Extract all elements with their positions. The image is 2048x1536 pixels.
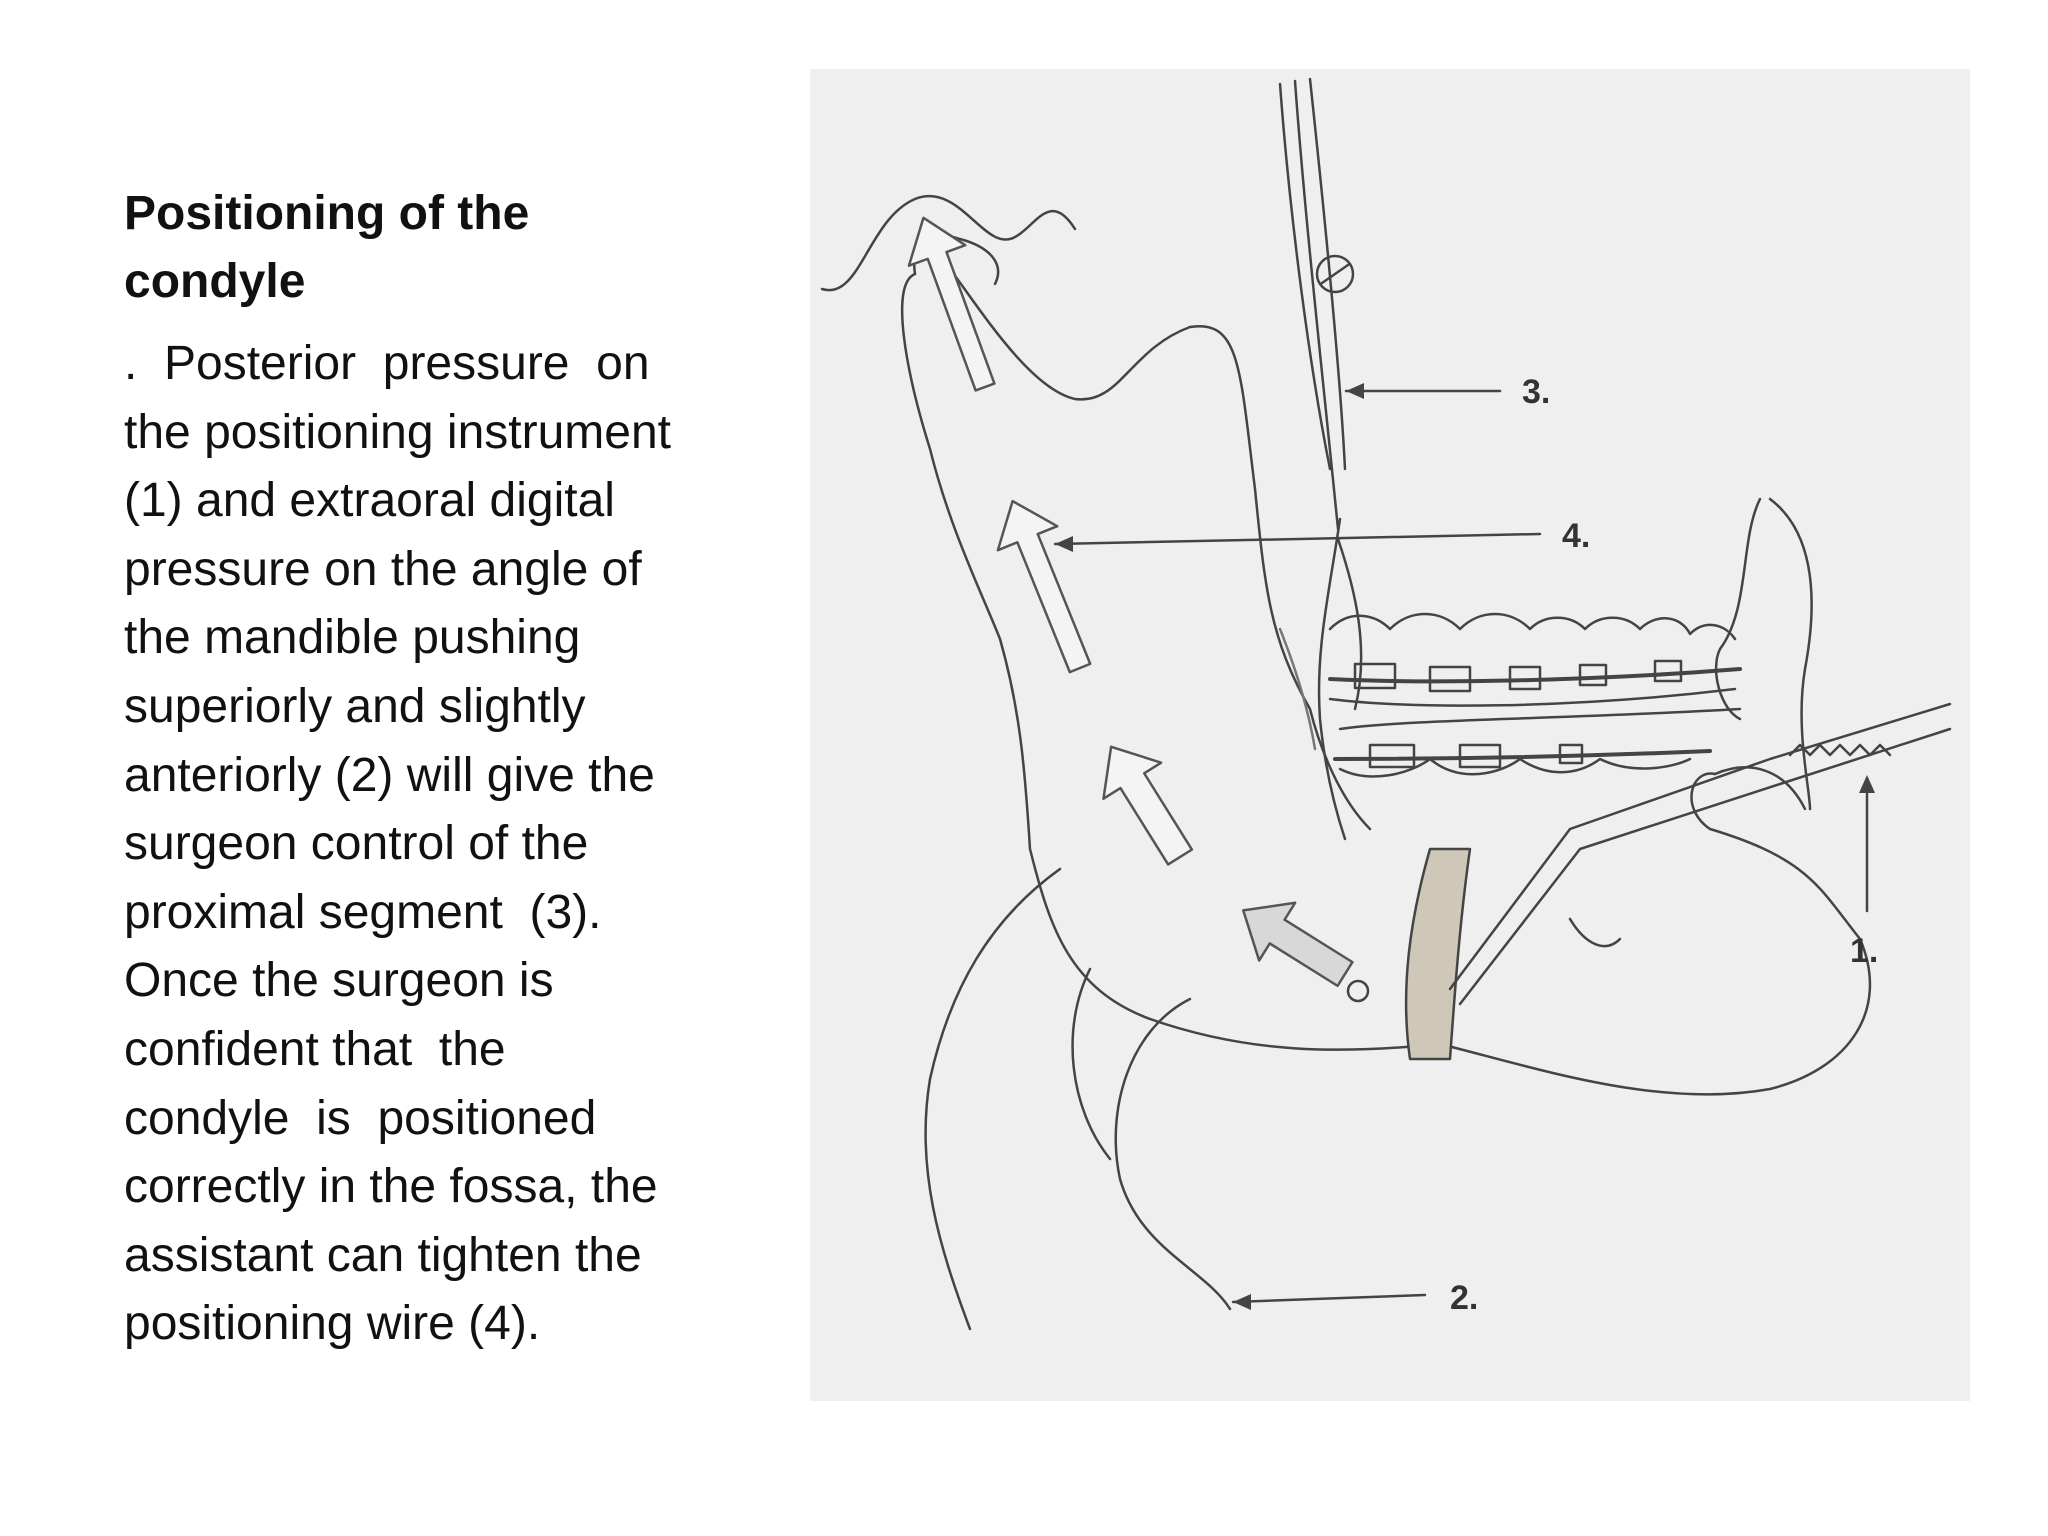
body-text: . Posterior pressure on the positioning … bbox=[124, 330, 764, 1359]
fossa-contour bbox=[820, 195, 1077, 292]
positioning-wire bbox=[1317, 517, 1347, 841]
positioning-wire-loop bbox=[1336, 537, 1363, 711]
instrument-3-shaft-left bbox=[1278, 82, 1332, 471]
arch-wire-upper bbox=[1328, 667, 1742, 684]
bracket bbox=[1458, 743, 1502, 769]
arch-wire-lower bbox=[1333, 749, 1712, 761]
body-line: proximal segment (3). bbox=[124, 885, 602, 939]
wire-twist bbox=[1278, 627, 1317, 751]
slide-title: Positioning of the condyle bbox=[124, 187, 530, 308]
mandible-outline bbox=[900, 272, 1872, 1096]
leader-arrowhead-3 bbox=[1346, 383, 1364, 399]
leader-arrowhead-4 bbox=[1055, 536, 1073, 552]
maxilla-contour bbox=[1714, 497, 1762, 721]
body-line: pressure on the angle of bbox=[124, 542, 642, 596]
body-line: correctly in the fossa, the bbox=[124, 1160, 658, 1214]
body-line: (1) and extraoral digital bbox=[124, 474, 615, 528]
leader-arrowhead-2 bbox=[1233, 1294, 1251, 1310]
force-arrow-lower-ramus bbox=[1102, 745, 1194, 866]
body-line: the positioning instrument bbox=[124, 405, 671, 459]
leader-line-4 bbox=[1053, 532, 1542, 546]
osteotomy-segment bbox=[1404, 847, 1472, 1061]
force-arrow-upper-ramus bbox=[996, 499, 1092, 674]
bracket bbox=[1508, 665, 1542, 691]
instrument-1-spring bbox=[1788, 743, 1892, 757]
bracket bbox=[1353, 662, 1397, 690]
maxilla-contour-front bbox=[1768, 497, 1813, 811]
instrument-3-shaft-center bbox=[1293, 79, 1340, 531]
body-line: superiorly and slightly bbox=[124, 679, 586, 733]
neck-contour-inner bbox=[1114, 997, 1232, 1311]
force-arrow-condyle bbox=[907, 216, 996, 392]
body-line: assistant can tighten the bbox=[124, 1228, 642, 1282]
upper-teeth bbox=[1328, 612, 1737, 641]
upper-teeth-base bbox=[1328, 687, 1737, 707]
bracket bbox=[1428, 665, 1472, 693]
leader-line-2 bbox=[1231, 1293, 1427, 1304]
instrument-3-screw-slot bbox=[1320, 263, 1350, 285]
label-1: 1. bbox=[1850, 932, 1878, 970]
bracket bbox=[1368, 743, 1416, 769]
label-4: 4. bbox=[1562, 517, 1590, 555]
body-line: . Posterior pressure on bbox=[124, 337, 650, 390]
chin-contour bbox=[1713, 766, 1807, 811]
instrument-3-shaft-right bbox=[1308, 77, 1347, 471]
instrument-3-screw bbox=[1315, 254, 1355, 294]
bracket bbox=[1653, 659, 1683, 683]
text-panel: Positioning of the condyle . Posterior p… bbox=[124, 180, 764, 1359]
body-line: confident that the bbox=[124, 1022, 506, 1076]
leader-arrowhead-1 bbox=[1859, 775, 1875, 793]
mental-foramen bbox=[1568, 917, 1622, 948]
body-line: surgeon control of the bbox=[124, 817, 589, 871]
bracket bbox=[1558, 743, 1584, 765]
mandible-illustration: 3. 4. 1. 2. bbox=[810, 69, 1970, 1401]
instrument-1-shaft bbox=[1448, 702, 1952, 991]
force-arrow-angle bbox=[1241, 901, 1354, 988]
instrument-1-tip bbox=[1346, 979, 1370, 1003]
lower-teeth bbox=[1338, 707, 1742, 731]
body-line: the mandible pushing bbox=[124, 611, 581, 665]
instrument-1-shaft-2 bbox=[1458, 727, 1952, 1006]
ramus-inner bbox=[948, 267, 1372, 831]
label-2: 2. bbox=[1450, 1279, 1478, 1317]
body-line: condyle is positioned bbox=[124, 1091, 597, 1145]
body-line: positioning wire (4). bbox=[124, 1297, 541, 1351]
neck-contour-ear bbox=[1071, 967, 1112, 1161]
label-3: 3. bbox=[1522, 373, 1550, 411]
body-line: anteriorly (2) will give the bbox=[124, 748, 655, 802]
neck-contour bbox=[924, 867, 1062, 1331]
body-line: Once the surgeon is bbox=[124, 954, 554, 1008]
bracket bbox=[1578, 663, 1608, 687]
